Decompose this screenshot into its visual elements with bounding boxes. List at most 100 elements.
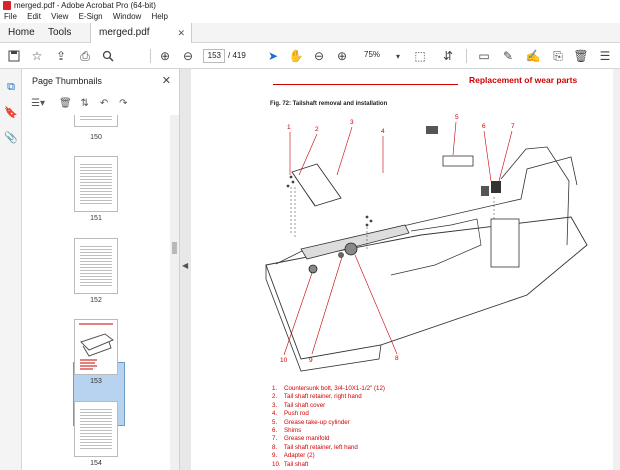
panel-collapse-strip[interactable]: ◀: [180, 69, 190, 470]
thumbnail-page[interactable]: [74, 238, 118, 294]
legend-item: 10. Tail shaft: [272, 460, 309, 468]
close-icon[interactable]: ✕: [177, 28, 185, 38]
highlight-icon[interactable]: ✎: [502, 49, 514, 63]
grease-cylinder-part: [426, 126, 438, 134]
adapter: [338, 252, 344, 258]
thumbnail-page[interactable]: [74, 156, 118, 212]
parts-legend: 1. Countersunk bolt, 3/4-10X1-1/2" (12) …: [272, 385, 385, 469]
menu-esign[interactable]: E-Sign: [78, 12, 103, 21]
legend-item: 5. Grease take-up cylinder: [272, 418, 350, 426]
search-icon[interactable]: [100, 48, 116, 64]
side-panel: [490, 218, 520, 268]
legend-item: 3. Tail shaft cover: [272, 401, 326, 409]
thumbnail-page[interactable]: [74, 115, 118, 127]
callout-2: 2: [315, 126, 319, 133]
close-icon[interactable]: ✕: [161, 75, 171, 87]
menu-view[interactable]: View: [51, 12, 69, 21]
sign-icon[interactable]: ✍: [525, 49, 541, 63]
rotate-cw-icon[interactable]: ↷: [119, 98, 128, 109]
shims: [481, 186, 489, 196]
window-title: merged.pdf - Adobe Acrobat Pro (64-bit): [14, 1, 156, 10]
print-icon[interactable]: ⎙: [80, 48, 90, 63]
menu-bar: File Edit View E-Sign Window Help: [0, 11, 620, 23]
comment-icon[interactable]: ▭: [478, 49, 490, 63]
callout-5: 5: [455, 114, 459, 121]
section-header: Replacement of wear parts: [469, 75, 578, 85]
stamp-icon[interactable]: ⎘: [553, 48, 563, 63]
thumbnail-label: 153: [90, 378, 102, 385]
thumbnail-label: 151: [90, 215, 102, 222]
callout-6: 6: [482, 123, 486, 130]
chevron-down-icon[interactable]: ▾: [395, 51, 400, 61]
floor-plate: [390, 218, 482, 276]
select-arrow-icon[interactable]: ➤: [267, 49, 279, 63]
page-up-icon[interactable]: ⊕: [159, 49, 171, 63]
menu-window[interactable]: Window: [112, 12, 142, 21]
thumbnail-page[interactable]: [74, 401, 118, 457]
scrollbar-thumb[interactable]: [172, 242, 177, 254]
page-number-input[interactable]: 153: [203, 49, 225, 63]
page-thumbnails-panel: Page Thumbnails ✕ ☰▾ 🗑 ⇅ ↶ ↷ 150 151 152…: [22, 69, 180, 470]
header-rule: [273, 84, 458, 85]
tab-tools[interactable]: Tools: [48, 27, 72, 38]
document-scrollbar[interactable]: [613, 69, 620, 470]
acrobat-logo-icon: [3, 1, 11, 10]
save-icon[interactable]: [6, 48, 22, 64]
callout-1: 1: [287, 124, 291, 131]
callout-10: 10: [280, 357, 288, 364]
panel-title: Page Thumbnails: [32, 76, 102, 86]
delete-icon[interactable]: 🗑: [573, 49, 589, 63]
grease-take-up-cylinder: [442, 155, 474, 167]
zoom-level[interactable]: 75%: [360, 49, 390, 63]
navigation-pane-strip: ⧉ 🔖 📎: [0, 69, 22, 470]
document-page: Replacement of wear parts Fig. 72: Tails…: [191, 69, 620, 470]
legend-item: 9. Adapter (2): [272, 452, 315, 460]
delete-icon[interactable]: 🗑: [58, 98, 72, 109]
bookmark-star-icon[interactable]: ☆: [31, 49, 43, 63]
title-bar: merged.pdf - Adobe Acrobat Pro (64-bit): [0, 0, 620, 11]
menu-edit[interactable]: Edit: [27, 12, 41, 21]
tail-shaft: [300, 224, 410, 260]
callout-3: 3: [350, 119, 354, 126]
legend-item: 1. Countersunk bolt, 3/4-10X1-1/2" (12): [272, 385, 385, 392]
tailshaft-diagram: [265, 121, 588, 372]
menu-file[interactable]: File: [4, 12, 17, 21]
thumbnail-scrollbar[interactable]: [170, 115, 179, 470]
attachments-icon[interactable]: 📎: [4, 132, 18, 144]
page-thumbnails-icon[interactable]: ⧉: [7, 81, 15, 93]
legend-item: 6. Shims: [272, 427, 302, 435]
extract-icon[interactable]: ⇅: [80, 98, 89, 109]
separator: [150, 49, 151, 63]
tab-home[interactable]: Home: [8, 27, 35, 38]
more-tools-icon[interactable]: ☰: [599, 49, 611, 63]
tab-bar: Home Tools merged.pdf ✕: [0, 23, 620, 43]
tail-shaft-cover-plate: [291, 163, 342, 207]
thumbnail-label: 150: [90, 134, 102, 141]
scroll-mode-icon[interactable]: ⇵: [442, 49, 454, 63]
legend-item: 7. Grease manifold: [272, 435, 330, 443]
toolbar: ☆ ⇪ ⎙ ⊕ ⊖ 153 / 419 ➤ ✋ ⊖ ⊕ 75% ▾ ⬚ ⇵ ▭ …: [0, 43, 620, 69]
conveyor-front-edge: [265, 265, 382, 372]
marquee-icon[interactable]: ⬚: [414, 49, 426, 63]
thumbnail-label: 154: [90, 460, 102, 467]
menu-help[interactable]: Help: [151, 12, 168, 21]
legend-item: 4. Push rod: [272, 410, 309, 418]
thumbnail-page-selected[interactable]: [74, 319, 118, 375]
tab-document[interactable]: merged.pdf ✕: [90, 23, 192, 43]
figure-caption: Fig. 72: Tailshaft removal and installat…: [270, 101, 388, 107]
zoom-out-icon[interactable]: ⊖: [313, 49, 325, 63]
shaft-end-left: [308, 264, 318, 274]
grease-manifold: [491, 181, 501, 193]
thumbnail-list: 150 151 152 153 154: [22, 115, 170, 470]
upload-icon[interactable]: ⇪: [55, 49, 67, 63]
bookmarks-icon[interactable]: 🔖: [4, 107, 18, 119]
zoom-in-icon[interactable]: ⊕: [336, 49, 348, 63]
legend-item: 2. Tail shaft retainer, right hand: [272, 393, 362, 401]
hand-icon[interactable]: ✋: [288, 49, 304, 63]
callout-leaders: [283, 121, 513, 356]
collapse-arrow-icon[interactable]: ◀: [182, 261, 189, 270]
callout-7: 7: [511, 123, 515, 130]
rotate-ccw-icon[interactable]: ↶: [99, 98, 109, 109]
page-down-icon[interactable]: ⊖: [182, 49, 194, 63]
options-icon[interactable]: ☰▾: [31, 98, 45, 109]
